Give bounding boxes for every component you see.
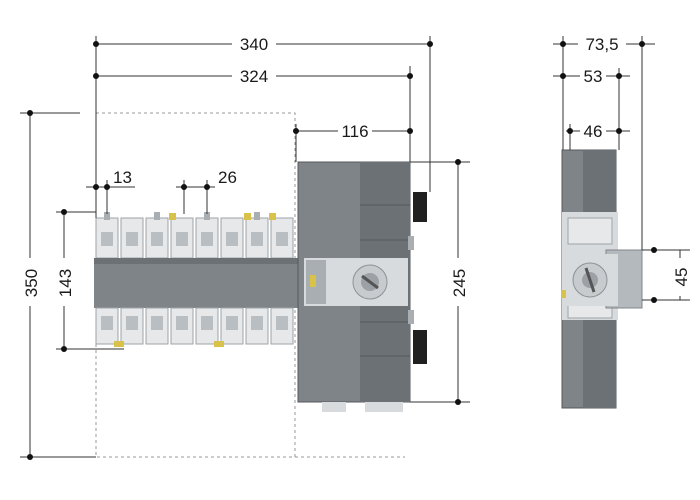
front-view bbox=[94, 161, 427, 412]
motor-operator bbox=[297, 161, 427, 412]
dim-label-245: 245 bbox=[450, 269, 469, 297]
side-view bbox=[561, 149, 643, 409]
dim-label-13: 13 bbox=[113, 168, 132, 187]
dim-label-340: 340 bbox=[240, 35, 268, 54]
dim-label-350: 350 bbox=[22, 269, 41, 297]
dimension-lines bbox=[20, 36, 470, 460]
dim-label-46: 46 bbox=[584, 122, 603, 141]
top-poles bbox=[95, 212, 294, 259]
dim-label-116: 116 bbox=[341, 122, 368, 141]
dim-label-53: 53 bbox=[584, 67, 603, 86]
dashed-outline bbox=[95, 112, 405, 458]
dimension-labels: 340 324 116 13 26 350 143 245 73,5 53 46… bbox=[22, 35, 691, 297]
side-dimension-lines bbox=[553, 36, 690, 303]
switch-body-band bbox=[94, 258, 300, 308]
bottom-poles bbox=[95, 307, 294, 347]
dim-label-73-5: 73,5 bbox=[585, 35, 618, 54]
dim-label-324: 324 bbox=[240, 67, 268, 86]
dim-label-143: 143 bbox=[56, 269, 75, 297]
dim-label-26: 26 bbox=[218, 168, 237, 187]
dim-label-45: 45 bbox=[672, 268, 691, 287]
